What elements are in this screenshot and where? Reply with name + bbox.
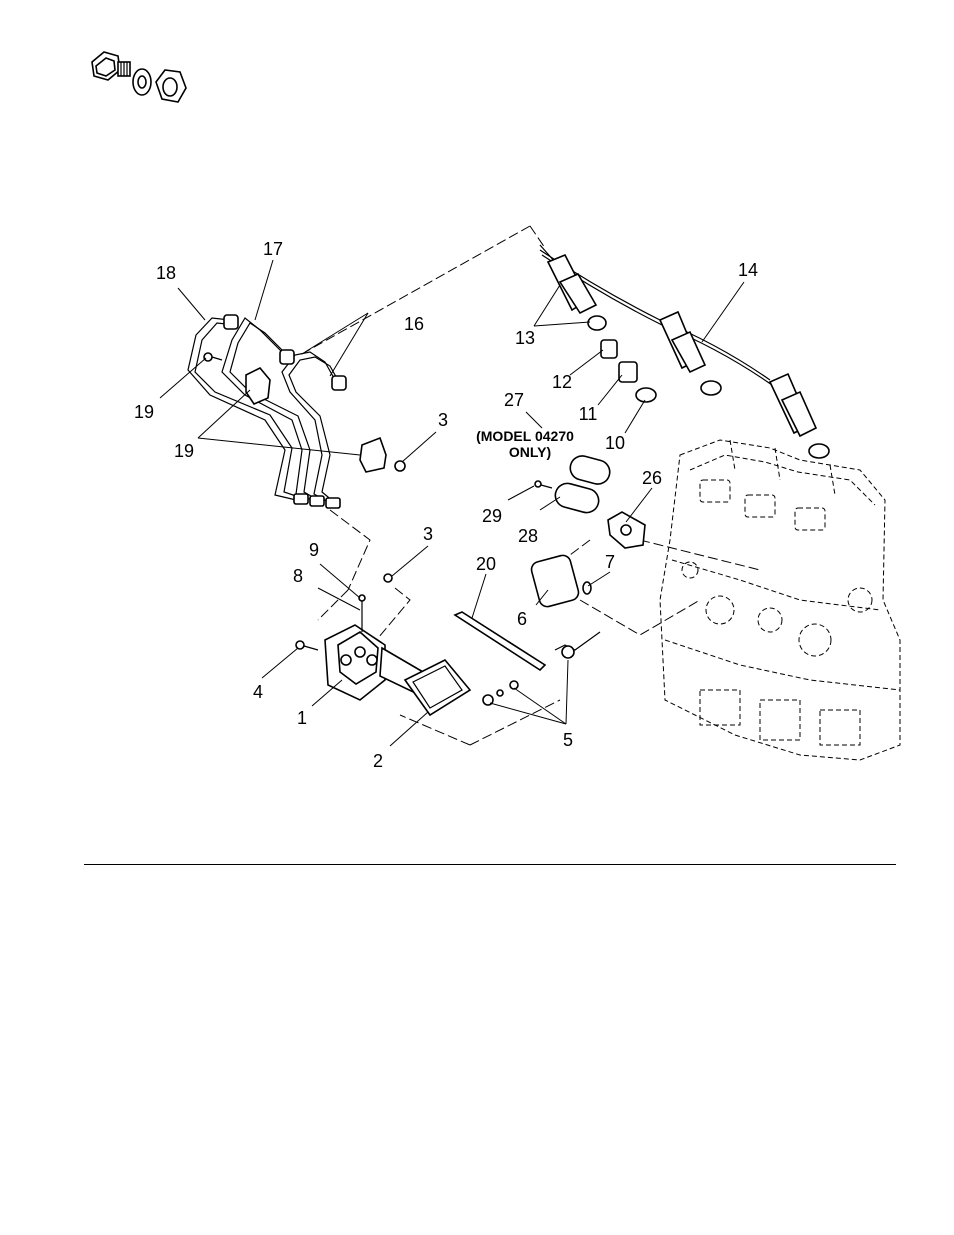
injector-seals [601, 340, 656, 402]
fuel-injection-lines [188, 315, 346, 508]
callout-4: 4 [253, 682, 263, 702]
callout-16: 5 [563, 730, 573, 750]
nut-upper [395, 461, 405, 471]
callout-29: 9 [309, 540, 319, 560]
injectors-and-return-pipe [540, 245, 829, 458]
model-note-line2: ONLY) [509, 444, 551, 460]
callout-1: 1 [297, 708, 307, 728]
callout-3-lower: 3 [423, 524, 433, 544]
fastener-hardware-icon [92, 52, 186, 102]
callout-5: 10 [605, 433, 625, 453]
callout-3-upper: 3 [438, 410, 448, 430]
callout-6: 11 [579, 404, 598, 424]
line-clamps [246, 368, 386, 472]
callout-11: 17 [263, 239, 283, 259]
callout-14: 19 [134, 402, 154, 422]
callout-2: 2 [373, 751, 383, 771]
cover-plates [535, 453, 645, 548]
callout-27: 7 [605, 552, 615, 572]
callout-20: 29 [482, 506, 502, 526]
model-note-line1: (MODEL 04270 [476, 428, 574, 444]
callout-8: 13 [515, 328, 535, 348]
callout-26: 6 [517, 609, 527, 629]
callout-28: 8 [293, 566, 303, 586]
callout-19-lower: 28 [518, 526, 538, 546]
engine-block [660, 440, 900, 760]
callout-18: 26 [642, 468, 662, 488]
callout-13: 19 [174, 441, 194, 461]
horizontal-rule [84, 864, 896, 865]
callout-12: 18 [156, 263, 176, 283]
clamp-screw [204, 353, 222, 361]
callout-19-upper: 27 [504, 390, 524, 410]
callout-9: 14 [738, 260, 758, 280]
callout-10: 16 [404, 314, 424, 334]
shutoff-fasteners [483, 681, 518, 705]
callout-17: 20 [476, 554, 496, 574]
callout-7: 12 [552, 372, 572, 392]
